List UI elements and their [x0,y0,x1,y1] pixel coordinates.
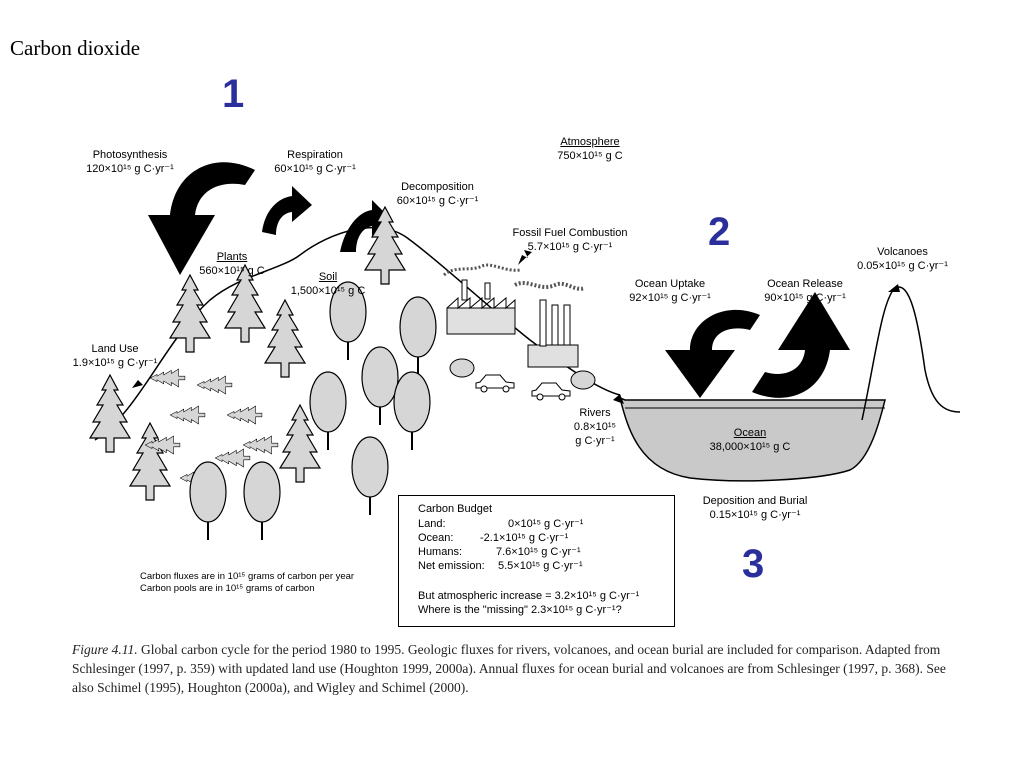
plants-label: Plants 560×10¹⁵ g C [199,251,265,277]
atmosphere-label: Atmosphere 750×10¹⁵ g C [557,136,623,162]
decomposition-arrow [340,200,392,252]
deciduous-tree [309,371,347,451]
volcanoes-label: Volcanoes 0.05×10¹⁵ g C·yr⁻¹ [857,246,948,272]
land-use-arrow [132,380,143,388]
deciduous-tree [361,346,399,426]
ocean-uptake-arrow [665,309,760,398]
ocean-release-arrow [752,292,850,398]
photosynthesis-label: Photosynthesis 120×10¹⁵ g C·yr⁻¹ [86,149,174,175]
deciduous-tree [393,371,431,451]
budget-note: But atmospheric increase = 3.2×10¹⁵ g C·… [418,590,640,602]
respiration-arrow [262,186,312,235]
carbon-cycle-illustration [89,162,961,541]
fallen-tree [214,448,251,468]
budget-title: Carbon Budget [418,503,492,515]
deciduous-tree [243,461,281,541]
fallen-tree [149,368,186,388]
units-note: Carbon fluxes are in 10¹⁵ grams of carbo… [140,571,355,594]
power-plant-icon [514,281,586,368]
fallen-tree [169,405,206,425]
deciduous-tree [351,436,389,516]
figure-caption: Figure 4.11. Global carbon cycle for the… [72,640,952,697]
deciduous-tree [399,296,437,376]
rivers-arrow [613,394,624,404]
ocean-uptake-label: Ocean Uptake 92×10¹⁵ g C·yr⁻¹ [629,278,711,304]
land-use-label: Land Use 1.9×10¹⁵ g C·yr⁻¹ [72,343,158,369]
fallen-tree [242,435,279,455]
fossil-fuel-arrow [518,250,532,265]
ocean-label: Ocean 38,000×10¹⁵ g C [709,427,791,453]
deciduous-tree [189,461,227,541]
caption-text: Global carbon cycle for the period 1980 … [72,642,946,695]
deposition-label: Deposition and Burial 0.15×10¹⁵ g C·yr⁻¹ [702,495,808,521]
ocean-basin [618,396,886,482]
marker-2: 2 [708,210,731,254]
marker-3: 3 [742,542,765,586]
respiration-label: Respiration 60×10¹⁵ g C·yr⁻¹ [274,149,356,175]
ocean-release-label: Ocean Release 90×10¹⁵ g C·yr⁻¹ [764,278,846,304]
factory-icon [442,263,521,335]
fossil-fuel-label: Fossil Fuel Combustion 5.7×10¹⁵ g C·yr⁻¹ [512,227,628,253]
conifer-tree [264,299,306,378]
carbon-budget-box: Carbon Budget Land: 0×10¹⁵ g C·yr⁻¹ Ocea… [398,495,675,627]
figure-number: Figure 4.11. [72,642,138,657]
volcano-outline [861,286,961,421]
fallen-tree [196,375,233,395]
soil-label: Soil 1,500×10¹⁵ g C [290,271,366,297]
decomposition-label: Decomposition 60×10¹⁵ g C·yr⁻¹ [396,181,479,207]
car-icon [531,370,596,401]
conifer-tree [129,422,171,501]
budget-question: Where is the "missing" 2.3×10¹⁵ g C·yr⁻¹… [418,604,622,616]
volcano-plume [888,284,900,292]
car-icon [449,358,515,393]
fallen-tree [226,405,263,425]
rivers-label: Rivers 0.8×10¹⁵ g C·yr⁻¹ [573,407,617,447]
photosynthesis-arrow [148,162,255,275]
marker-1: 1 [222,72,245,116]
slide-title: Carbon dioxide [10,36,141,60]
